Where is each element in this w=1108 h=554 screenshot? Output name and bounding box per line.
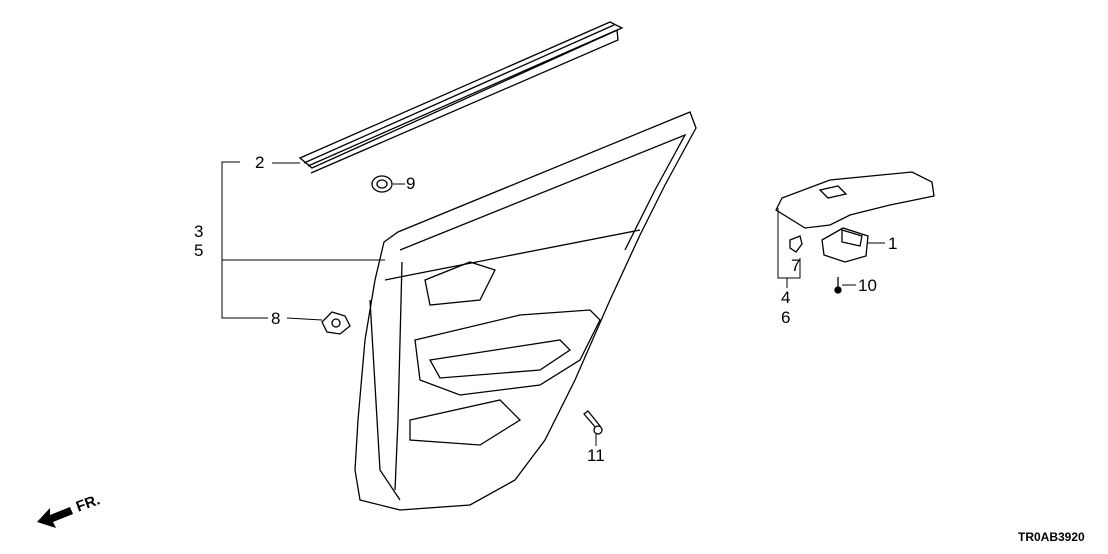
callout-7: 7 <box>791 256 801 275</box>
callout-1: 1 <box>888 234 898 253</box>
screw-part-10 <box>834 277 842 294</box>
callout-6: 6 <box>781 308 791 327</box>
diagram-code: TR0AB3920 <box>1018 530 1085 544</box>
callout-3: 3 <box>194 222 204 241</box>
power-window-switch-part <box>821 227 869 263</box>
callout-9: 9 <box>406 174 416 193</box>
callout-5: 5 <box>194 241 204 260</box>
screw-part-11 <box>583 410 603 435</box>
door-lining-panel <box>354 111 697 511</box>
front-direction-arrow-icon <box>37 507 73 528</box>
callout-8: 8 <box>271 309 281 328</box>
leader-lines <box>221 161 885 446</box>
clip-part-9 <box>371 175 393 193</box>
callout-11: 11 <box>587 446 605 465</box>
callout-2: 2 <box>255 153 265 172</box>
clip-part-8 <box>321 311 351 335</box>
weatherstrip-part <box>298 21 624 174</box>
callout-4: 4 <box>781 288 791 307</box>
switch-panel-part <box>775 171 935 229</box>
clip-part-7 <box>789 235 803 253</box>
callout-10: 10 <box>858 276 877 295</box>
